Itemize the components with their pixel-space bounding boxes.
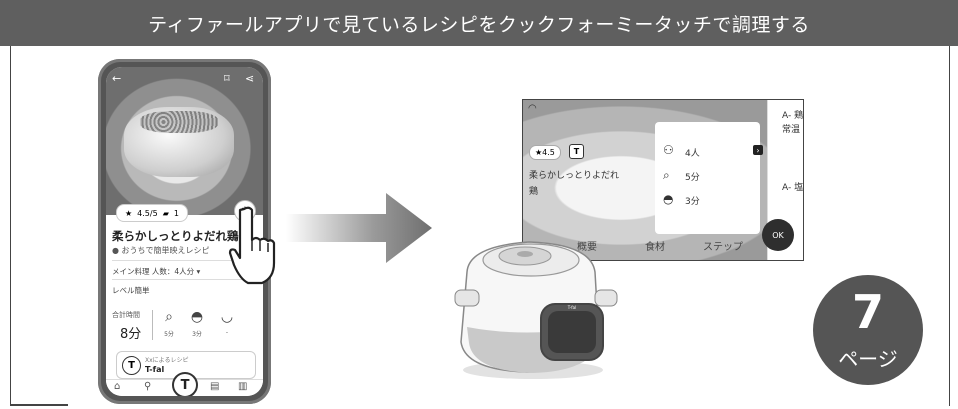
rest-time: -: [225, 329, 229, 336]
tab-overview[interactable]: 概要: [577, 242, 597, 253]
bottom-nav: ⌂ ⚲ T ▤ ▥: [106, 372, 263, 396]
recipe-hero-image: ← ⌑ ⋖: [106, 67, 263, 215]
rest-icon: ◡: [220, 309, 234, 325]
ingredient-line: 常温: [782, 125, 801, 135]
prep-time: 5分: [164, 331, 174, 338]
device-recipe-title-line1: 柔らかしっとりよだれ: [529, 171, 620, 181]
device-recipe-title-line2: 鶏: [529, 187, 539, 197]
total-time-value: 8分: [120, 327, 142, 342]
tab-steps[interactable]: ステップ: [703, 242, 743, 253]
svg-text:T-fal: T-fal: [567, 305, 577, 310]
comment-count: 1: [173, 208, 179, 218]
tfal-center-button[interactable]: T: [172, 372, 198, 396]
tfal-badge-icon: T: [569, 144, 584, 159]
list-icon[interactable]: ▤: [210, 381, 220, 392]
people-icon: ⚇: [663, 143, 674, 157]
divider: [112, 279, 252, 280]
total-time-label: 合計時間: [112, 311, 140, 319]
recipe-by-label: Xxによるレシピ: [145, 357, 189, 364]
bookmark-icon[interactable]: ⌑: [224, 72, 230, 85]
menu-icon[interactable]: ▥: [238, 381, 248, 392]
content-frame: [10, 46, 950, 406]
divider: [112, 260, 252, 261]
prep-time: 5分: [685, 173, 700, 183]
arrow-right-icon: [286, 193, 432, 263]
cook-time: 3分: [685, 197, 700, 207]
rating-value: 4.5/5: [137, 208, 158, 218]
page-number-badge[interactable]: 7 ページ: [813, 275, 923, 385]
recipe-category-text: おうちで簡単映えレシピ: [121, 246, 210, 255]
garnish-image: [140, 111, 218, 133]
recipe-level: レベル簡単: [112, 286, 150, 295]
ingredient-line: A- 塩: [782, 183, 804, 193]
pressure-cooker-image: T-fal: [454, 241, 618, 379]
wifi-icon: ◠: [528, 103, 537, 114]
brand-name: T-fal: [145, 365, 165, 374]
cook-time: 3分: [192, 331, 202, 338]
header-title: ティファールアプリで見ているレシピをクックフォーミータッチで調理する: [148, 13, 810, 36]
comment-icon: ▰: [162, 208, 169, 218]
time-divider: [152, 310, 153, 340]
star-icon: ★: [125, 208, 133, 218]
header-banner: ティファールアプリで見ているレシピをクックフォーミータッチで調理する: [0, 0, 958, 46]
recipe-meta[interactable]: メイン料理 人数：4人分 ▾: [112, 267, 201, 276]
recipe-info-panel: ⚇ 4人 ⌕ 5分 ◓ 3分: [655, 122, 760, 234]
next-arrow-icon[interactable]: ›: [753, 145, 763, 155]
tfal-logo-icon: T: [122, 356, 141, 375]
back-icon[interactable]: ←: [112, 72, 122, 85]
recipe-title: 柔らかしっとりよだれ鶏: [112, 229, 239, 243]
page-number: 7: [851, 285, 884, 339]
pointing-hand-icon: [228, 206, 276, 285]
rating-pill: ★ 4.5/5 ▰ 1: [116, 204, 188, 222]
people-count: 4人: [685, 149, 700, 159]
page-label: ページ: [838, 347, 898, 371]
frame-corner: [10, 404, 68, 406]
home-icon[interactable]: ⌂: [114, 381, 121, 392]
share-icon[interactable]: ⋖: [245, 72, 255, 85]
prep-icon: ⌕: [165, 309, 173, 325]
tab-ingredients[interactable]: 食材: [645, 242, 665, 253]
device-rating: ★4.5: [529, 145, 561, 160]
cook-icon: ◓: [663, 192, 674, 206]
cooker-touch-screen: ◠ ★4.5 T 柔らかしっとりよだれ 鶏 ⚇ 4人 ⌕ 5分 ◓ 3分 › A…: [522, 99, 804, 261]
ok-button[interactable]: OK: [762, 219, 794, 251]
search-icon[interactable]: ⚲: [144, 381, 152, 392]
recipe-category: ● おうちで簡単映えレシピ: [112, 246, 210, 255]
cook-icon: ◓: [190, 309, 204, 325]
ingredient-line: A- 鶏: [782, 111, 804, 121]
prep-icon: ⌕: [663, 168, 670, 182]
